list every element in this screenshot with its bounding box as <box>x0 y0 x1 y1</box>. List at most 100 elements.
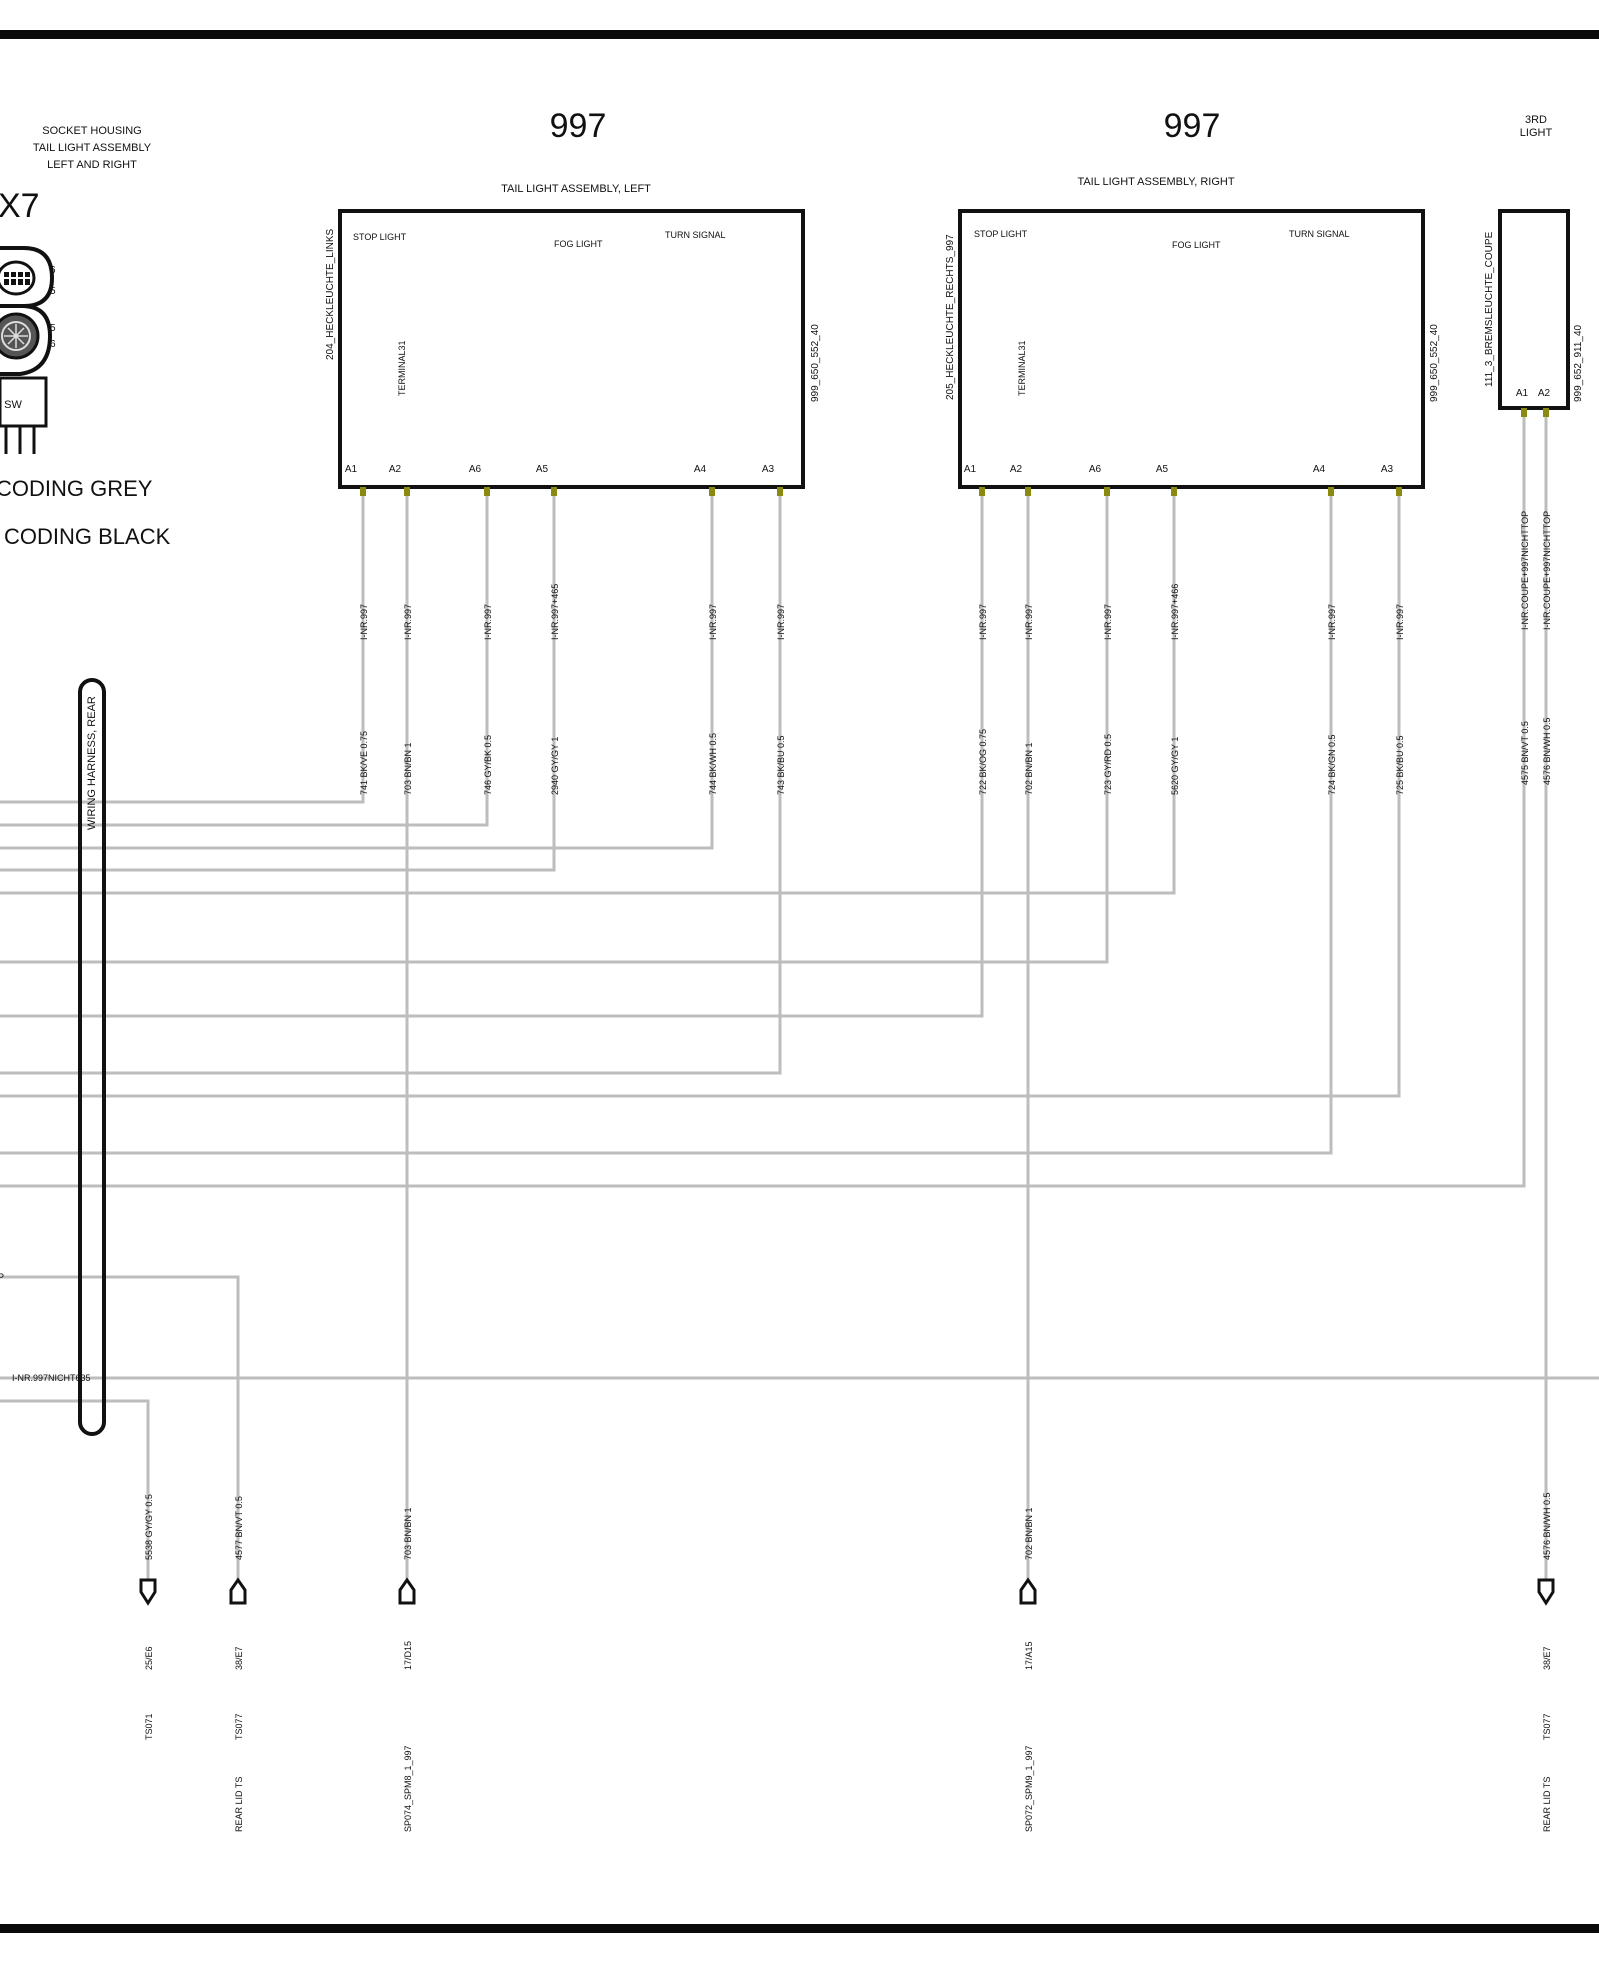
inr-label: I-NR.997 <box>1395 604 1405 640</box>
coding-black-label: CODING BLACK <box>4 524 171 549</box>
wire-743 <box>0 492 782 1075</box>
pin-terminal <box>709 487 715 496</box>
pin-terminal <box>1171 487 1177 496</box>
pin-label: A5 <box>536 464 549 475</box>
pin-label: A4 <box>694 464 707 475</box>
pin-label: A1 <box>964 464 977 475</box>
socket-pin-6b: 6 <box>50 339 56 350</box>
tail-light-left-box <box>338 209 805 489</box>
tail-light-left-stop-light: STOP LIGHT <box>353 232 407 242</box>
wire-4575 <box>0 414 1526 1188</box>
pin-label: A5 <box>1156 464 1169 475</box>
inr-label: I-NR.997 <box>403 604 413 640</box>
inr-label: I-NR.997 <box>776 604 786 640</box>
tail-light-right-fog-light: FOG LIGHT <box>1172 240 1221 250</box>
pin-label: A3 <box>1381 464 1394 475</box>
wire-723 <box>0 492 1109 964</box>
wire-label: 4575 BN/VT 0.5 <box>1520 721 1530 785</box>
tail-light-left-part-number: 999_650_552_40 <box>810 324 821 402</box>
inr-label: I-NR.997 <box>708 604 718 640</box>
pin-layer: A1I-NR.997 741 BK/VE 0.75 A2I-NR.997 703 BN… <box>345 388 1552 795</box>
tail-light-left-number: 997 <box>550 107 607 145</box>
inr-label: I-NR.997+466 <box>1170 584 1180 640</box>
top-border <box>0 30 1599 39</box>
pin-label: A6 <box>469 464 482 475</box>
socket-pin-5a: 5 <box>50 286 56 297</box>
wire-label: 724 BK/GN 0.5 <box>1327 734 1337 795</box>
tail-light-right-side-label: 205_HECKLEUCHTE_RECHTS_997 <box>945 234 956 400</box>
inr-label: I-NR.COUPE+997NICHTTOP <box>1520 511 1530 630</box>
connector-id: TS071 <box>144 1713 154 1740</box>
connector-arrow-icon <box>398 1577 416 1605</box>
coding-grey-label: CODING GREY <box>0 476 153 501</box>
wire-5620 <box>0 492 1176 895</box>
pin-label: A6 <box>1089 464 1102 475</box>
tail-light-right-part-number: 999_650_552_40 <box>1429 324 1440 402</box>
pin-terminal <box>1328 487 1334 496</box>
pin-terminal <box>1025 487 1031 496</box>
tail-light-right: 997 TAIL LIGHT ASSEMBLY, RIGHT 205_HECKL… <box>945 107 1440 489</box>
socket-coding-grey-icon <box>0 260 36 296</box>
wire-label: 4576 BN/WH 0.5 <box>1542 717 1552 785</box>
connector-ref: 38/E7 <box>1542 1646 1552 1670</box>
wire-label: 722 BK/OG 0.75 <box>978 729 988 795</box>
wire-label: 2940 GY/GY 1 <box>550 737 560 795</box>
wires <box>0 414 1599 1580</box>
wire-label: 5620 GY/GY 1 <box>1170 737 1180 795</box>
pin-terminal <box>1521 408 1527 417</box>
wire-label: 746 GY/BK 0.5 <box>483 735 493 795</box>
inr-label: I-NR.COUPE+997NICHTTOP <box>1542 511 1552 630</box>
tail-light-right-title: TAIL LIGHT ASSEMBLY, RIGHT <box>1077 176 1234 188</box>
tail-light-right-turn-signal: TURN SIGNAL <box>1289 229 1350 239</box>
socket-title-line-2: TAIL LIGHT ASSEMBLY <box>33 142 152 154</box>
wire-label: 723 GY/RD 0.5 <box>1103 734 1113 795</box>
tail-light-left: 997 TAIL LIGHT ASSEMBLY, LEFT 204_HECKLE… <box>325 107 821 489</box>
connector-arrow-icon <box>229 1577 247 1605</box>
wire-746 <box>0 492 489 827</box>
pin-terminal <box>551 487 557 496</box>
third-light-box <box>1498 209 1570 410</box>
pin-terminal <box>777 487 783 496</box>
tail-light-right-box <box>958 209 1425 489</box>
connector-arrow-icon <box>139 1578 157 1606</box>
wire-744 <box>0 492 714 850</box>
connector-wire-label: 4576 BN/WH 0.5 <box>1542 1492 1552 1560</box>
connector-id: TS077 <box>234 1713 244 1740</box>
wiring-harness-rear: WIRING HARNESS, REAR <box>78 678 106 1436</box>
connector-name: SP072_SPM9_1_997 <box>1024 1745 1034 1832</box>
pin-terminal <box>360 487 366 496</box>
wire-2940 <box>0 492 556 872</box>
tail-light-right-terminal: TERMINAL31 <box>1017 340 1027 396</box>
inr-label: I-NR.997 <box>978 604 988 640</box>
inr-label: I-NR.997 <box>359 604 369 640</box>
third-light-title-line-1: 3RD <box>1525 114 1547 126</box>
pin-terminal <box>1396 487 1402 496</box>
socket-coding-black-icon <box>0 312 40 360</box>
wire-label: 703 BN/BN 1 <box>403 742 413 795</box>
inr-label: I-NR.997+465 <box>550 584 560 640</box>
socket-sw-label: SW <box>4 399 22 411</box>
third-light-side-label: 111_3_BREMSLEUCHTE_COUPE <box>1484 231 1495 387</box>
third-light-title-line-2: LIGHT <box>1520 127 1553 139</box>
connector-wire-label: 5538 GY/GY 0.5 <box>144 1494 154 1560</box>
tail-light-left-title: TAIL LIGHT ASSEMBLY, LEFT <box>501 183 651 195</box>
inr-label: I-NR.997 <box>1024 604 1034 640</box>
left-edge-fragment: P <box>0 1272 4 1282</box>
pin-label: A2 <box>1538 388 1551 399</box>
tail-light-left-fog-light: FOG LIGHT <box>554 239 603 249</box>
pin-label: A1 <box>1516 388 1529 399</box>
wire-label: 702 BN/BN 1 <box>1024 742 1034 795</box>
wire-label: 741 BK/VE 0.75 <box>359 731 369 795</box>
connector-ref: 17/D15 <box>403 1641 413 1670</box>
connector-arrow-icon <box>1019 1577 1037 1605</box>
connector-id: TS077 <box>1542 1713 1552 1740</box>
wire-4577 <box>0 1275 240 1580</box>
inr-label: I-NR.997 <box>1103 604 1113 640</box>
connector-wire-label: 4577 BN/VT 0.5 <box>234 1496 244 1560</box>
tail-light-right-number: 997 <box>1164 107 1221 145</box>
connector-name: REAR LID TS <box>234 1777 244 1832</box>
socket-pin-6a: 6 <box>50 265 56 276</box>
pin-label: A2 <box>389 464 402 475</box>
